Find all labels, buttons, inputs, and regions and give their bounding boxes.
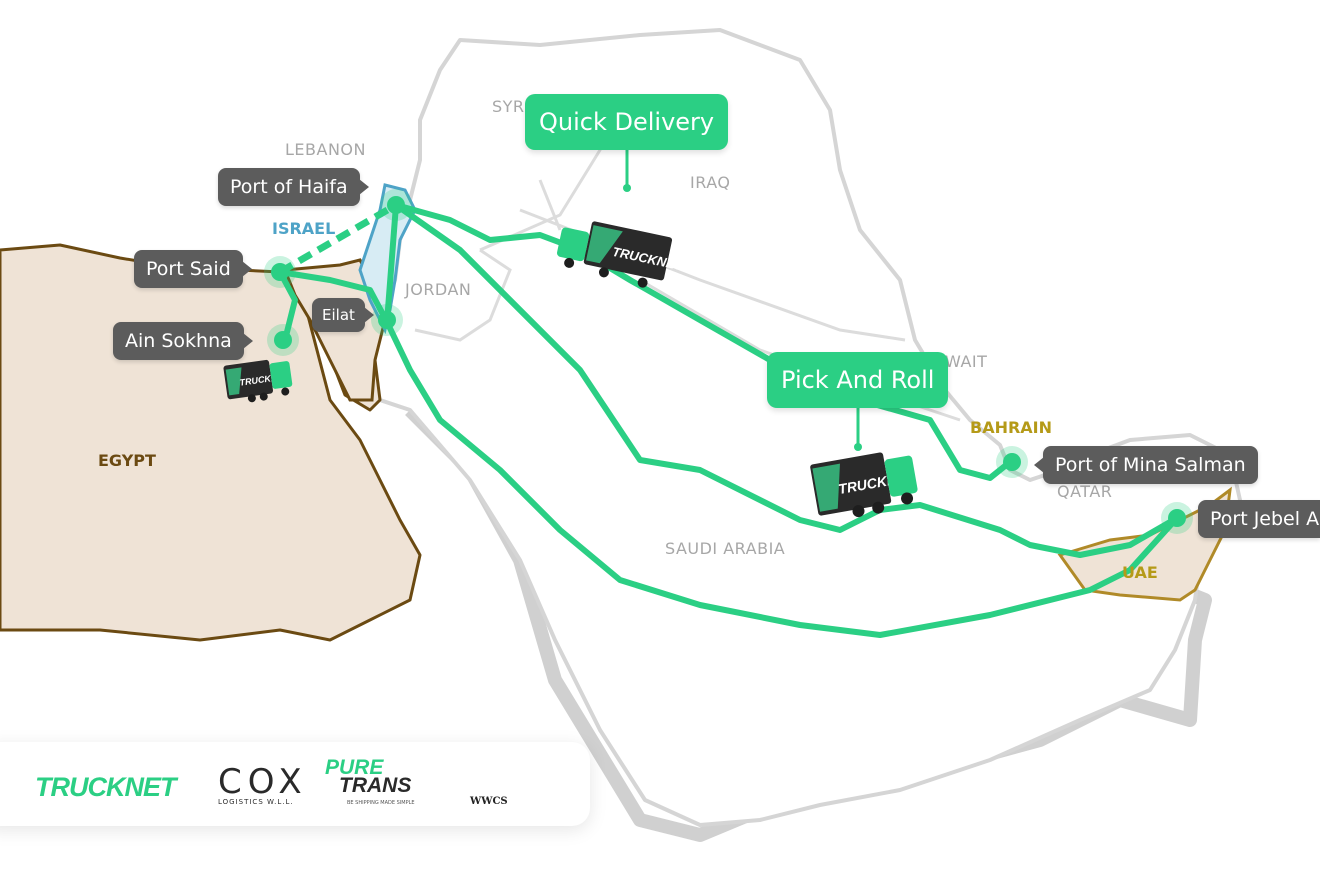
port-label-said[interactable]: Port Said: [134, 250, 252, 288]
service-quick-delivery[interactable]: Quick Delivery: [525, 94, 729, 150]
middle-east-land: [368, 28, 1242, 827]
service-pick-and-roll[interactable]: Pick And Roll: [767, 352, 949, 408]
label-israel: ISRAEL: [272, 219, 335, 238]
partner-logo-bar: TRUCKNET COX LOGISTICS W.L.L. PURE TRANS…: [0, 742, 590, 826]
route-said-eilat: [277, 202, 399, 325]
label-uae: UAE: [1122, 563, 1158, 582]
port-dots: [264, 189, 1193, 534]
port-label-eilat[interactable]: Eilat: [312, 298, 374, 332]
port-label-jebel-ali[interactable]: Port Jebel A: [1198, 500, 1320, 538]
cox-logo[interactable]: COX: [218, 762, 308, 802]
wwcs-logo[interactable]: WWCS: [470, 796, 508, 807]
trucknet-logo[interactable]: TRUCKNET: [35, 772, 176, 802]
label-syria: SYR: [492, 97, 525, 116]
label-kuwait: WAIT: [945, 352, 987, 371]
inner-borders: [414, 109, 961, 422]
pure-logo-tagline: BE SHIPPING MADE SIMPLE: [347, 800, 415, 806]
truck-iraq-icon: TRUCKNET: [557, 221, 685, 288]
route-eilat-south: [384, 319, 1180, 638]
pure-trans-logo[interactable]: PURE TRANS BE SHIPPING MADE SIMPLE: [325, 756, 425, 812]
pure-logo-bottom: TRANS: [339, 774, 412, 797]
label-iraq: IRAQ: [690, 173, 730, 192]
route-said-sokhna: [277, 269, 298, 343]
pure-logo-top: PURE: [325, 756, 384, 779]
label-qatar: QATAR: [1057, 482, 1112, 501]
truck-egypt-icon: TRUCKNET: [223, 359, 293, 403]
label-jordan: JORDAN: [404, 280, 471, 299]
label-egypt: EGYPT: [98, 451, 156, 470]
route-haifa-iraq: [393, 202, 1013, 481]
label-bahrain: BAHRAIN: [970, 418, 1052, 437]
label-lebanon: LEBANON: [285, 140, 366, 159]
port-label-mina-salman[interactable]: Port of Mina Salman: [1034, 446, 1258, 484]
port-label-ain-sokhna[interactable]: Ain Sokhna: [113, 322, 253, 360]
label-saudi-arabia: SAUDI ARABIA: [665, 539, 785, 558]
route-haifa-saudi: [393, 202, 1180, 558]
route-haifa-said-dashed: [278, 201, 398, 276]
routes: [277, 202, 1180, 638]
truck-saudi-icon: TRUCKNET: [810, 452, 918, 518]
port-label-haifa[interactable]: Port of Haifa: [218, 168, 369, 206]
cox-logo-subtitle: LOGISTICS W.L.L.: [218, 798, 294, 806]
